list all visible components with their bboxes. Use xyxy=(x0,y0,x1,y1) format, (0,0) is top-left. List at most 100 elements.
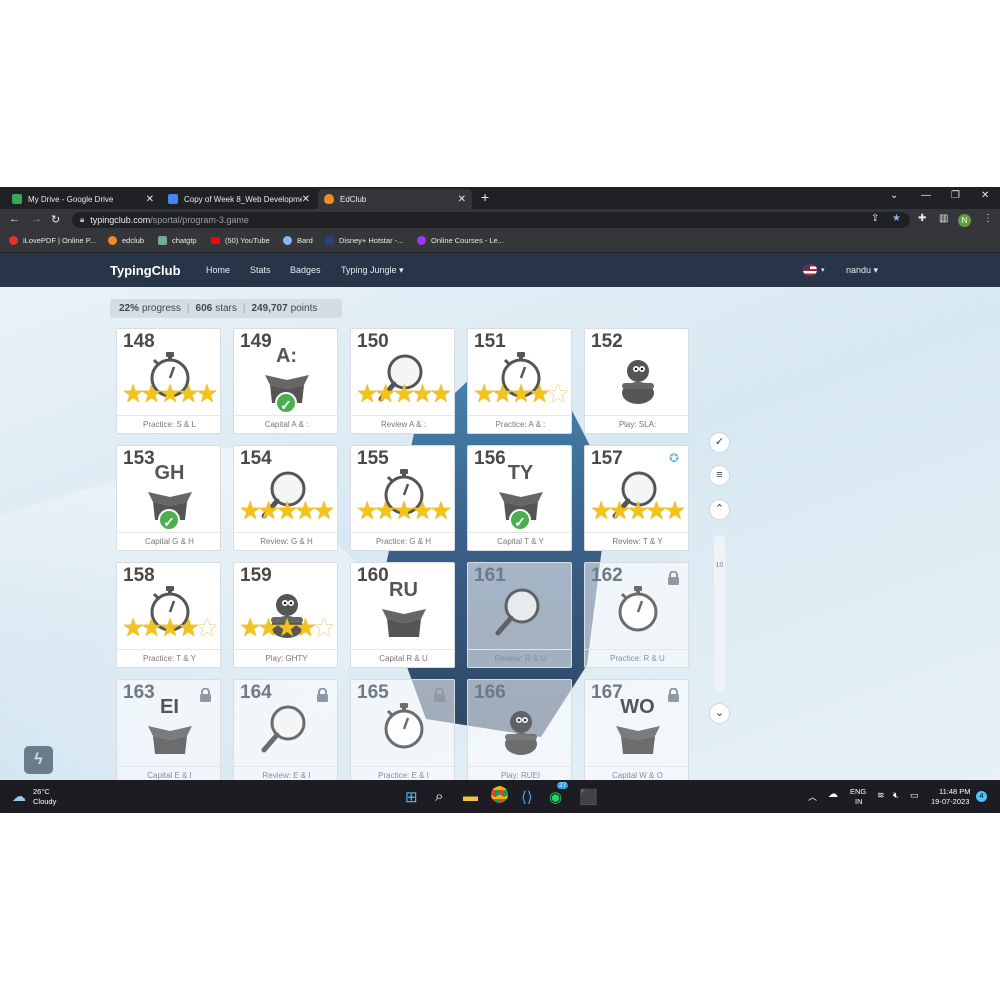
lesson-card[interactable]: 159★★★★★Play: GHTY xyxy=(233,562,338,668)
onedrive-cloud-icon[interactable]: ☁ xyxy=(828,789,838,800)
lesson-title: Practice: S & L xyxy=(117,415,220,433)
bookmark-online-courses[interactable]: Online Courses - Le... xyxy=(417,236,504,245)
close-icon[interactable]: ✕ xyxy=(145,193,154,205)
separator: | xyxy=(186,303,190,314)
new-tab-button[interactable]: + xyxy=(481,189,490,205)
windows-start-icon[interactable]: ⊞ xyxy=(405,789,418,806)
profile-avatar[interactable]: N xyxy=(958,214,971,227)
address-bar: ← → ↻ 🔒︎ typingclub.com /sportal/program… xyxy=(0,209,1000,231)
lesson-card[interactable]: 151★★★★★Practice: A & : xyxy=(467,328,572,434)
site-logo[interactable]: TypingClub xyxy=(110,263,181,278)
tab-search-icon[interactable]: ⌄ xyxy=(890,190,899,201)
lesson-title: Review: G & H xyxy=(234,532,337,550)
language-caret[interactable]: ▾ xyxy=(821,267,825,274)
close-icon[interactable]: ✕ xyxy=(457,193,466,205)
bookmark-edclub[interactable]: edclub xyxy=(108,236,144,245)
tab-edclub[interactable]: EdClub ✕ xyxy=(318,189,472,209)
bookmark-bard[interactable]: Bard xyxy=(283,236,313,245)
share-icon[interactable]: ⇪ xyxy=(871,213,880,224)
nav-badges[interactable]: Badges xyxy=(290,265,321,275)
battery-icon[interactable]: ▭ xyxy=(910,790,919,800)
vscode-icon[interactable]: ⟨⟩ xyxy=(521,789,533,806)
lesson-title: Capital E & I xyxy=(117,766,220,780)
side-panel-icon[interactable]: ▥ xyxy=(939,213,949,224)
url-input[interactable]: 🔒︎ typingclub.com /sportal/program-3.gam… xyxy=(72,212,910,228)
forward-button[interactable]: → xyxy=(31,213,42,225)
tab-google-drive[interactable]: My Drive - Google Drive ✕ xyxy=(6,189,160,209)
lesson-card[interactable]: 155★★★★★Practice: G & H xyxy=(350,445,455,551)
us-flag-icon[interactable] xyxy=(803,264,817,276)
nav-typing-jungle[interactable]: Typing Jungle ▾ xyxy=(341,265,404,275)
wifi-icon[interactable]: ≋ xyxy=(877,790,885,800)
lesson-title: Practice: R & U xyxy=(585,649,688,667)
scroll-slider[interactable] xyxy=(714,535,725,692)
google-drive-icon xyxy=(12,194,22,204)
close-icon[interactable]: ✕ xyxy=(301,193,310,205)
lesson-number: 152 xyxy=(591,331,623,352)
minimize-button[interactable]: — xyxy=(921,190,931,201)
bookmark-star-icon[interactable]: ★ xyxy=(892,213,901,224)
tab-google-docs[interactable]: Copy of Week 8_Web Developme ✕ xyxy=(162,189,316,209)
notification-count[interactable]: 4 xyxy=(976,791,987,802)
reload-button[interactable]: ↻ xyxy=(51,214,61,226)
cloud-icon: ☁ xyxy=(12,788,26,804)
star-icon: ★ xyxy=(158,614,182,642)
window-close-button[interactable]: ✕ xyxy=(981,190,990,201)
language-code[interactable]: ENG xyxy=(850,787,867,796)
bookmark-youtube[interactable]: (50) YouTube xyxy=(211,236,270,245)
magnifier-icon xyxy=(611,470,659,525)
restore-button[interactable]: ❐ xyxy=(951,190,960,201)
edclub-icon xyxy=(108,236,117,245)
menu-list-button[interactable]: ≡ xyxy=(709,465,730,486)
bookmark-ilovepdf[interactable]: iLovePDF | Online P... xyxy=(9,236,96,245)
tab-title: Copy of Week 8_Web Developme xyxy=(184,194,302,204)
padlock-icon xyxy=(316,687,329,702)
back-button[interactable]: ← xyxy=(9,213,20,225)
lesson-card[interactable]: 150★★★★★Review A & : xyxy=(350,328,455,434)
lesson-number: 167 xyxy=(591,682,623,703)
weather-condition[interactable]: Cloudy xyxy=(33,797,57,806)
language-region[interactable]: IN xyxy=(855,797,863,806)
acrobat-icon[interactable]: ⬛ xyxy=(579,789,598,806)
scroll-down-button[interactable]: ⌄ xyxy=(709,703,730,724)
nav-stats[interactable]: Stats xyxy=(250,265,271,275)
menu-icon[interactable]: ⋮ xyxy=(983,213,993,224)
file-explorer-icon[interactable]: ▬ xyxy=(463,788,478,805)
nav-home[interactable]: Home xyxy=(206,265,231,275)
chrome-icon[interactable] xyxy=(491,786,508,803)
search-icon[interactable]: ⌕ xyxy=(435,788,444,805)
check-circle-button[interactable]: ✓ xyxy=(709,432,730,453)
weather-temp[interactable]: 26°C xyxy=(33,787,50,796)
clock-date[interactable]: 19-07-2023 xyxy=(931,797,970,806)
extensions-icon[interactable]: ✚ xyxy=(918,213,927,224)
clock-time[interactable]: 11:48 PM xyxy=(939,787,971,796)
whatsapp-icon[interactable]: ◉ xyxy=(549,789,563,806)
bookmark-chatgtp[interactable]: chatgtp xyxy=(158,236,197,245)
lesson-number: 154 xyxy=(240,448,272,469)
user-menu[interactable]: nandu ▾ xyxy=(846,265,879,275)
bookmark-hotstar[interactable]: Disney+ Hotstar -... xyxy=(325,236,403,245)
lesson-card[interactable]: 154★★★★★Review: G & H xyxy=(233,445,338,551)
scroll-up-button[interactable]: ⌃ xyxy=(709,499,730,520)
checkmark-icon: ✓ xyxy=(158,509,180,531)
edclub-assistant-button[interactable]: ϟ xyxy=(24,746,53,774)
lesson-title: Review: E & I xyxy=(234,766,337,780)
lesson-card[interactable]: 158★★★★★Practice: T & Y xyxy=(116,562,221,668)
lesson-card[interactable]: 148★★★★★Practice: S & L xyxy=(116,328,221,434)
magnifier-icon xyxy=(377,353,425,408)
chevron-up-icon[interactable]: ︿ xyxy=(808,792,818,802)
volume-muted-icon[interactable]: 🔇︎ xyxy=(893,790,899,800)
lesson-card[interactable]: 157★★★★★✪Review: T & Y xyxy=(584,445,689,551)
